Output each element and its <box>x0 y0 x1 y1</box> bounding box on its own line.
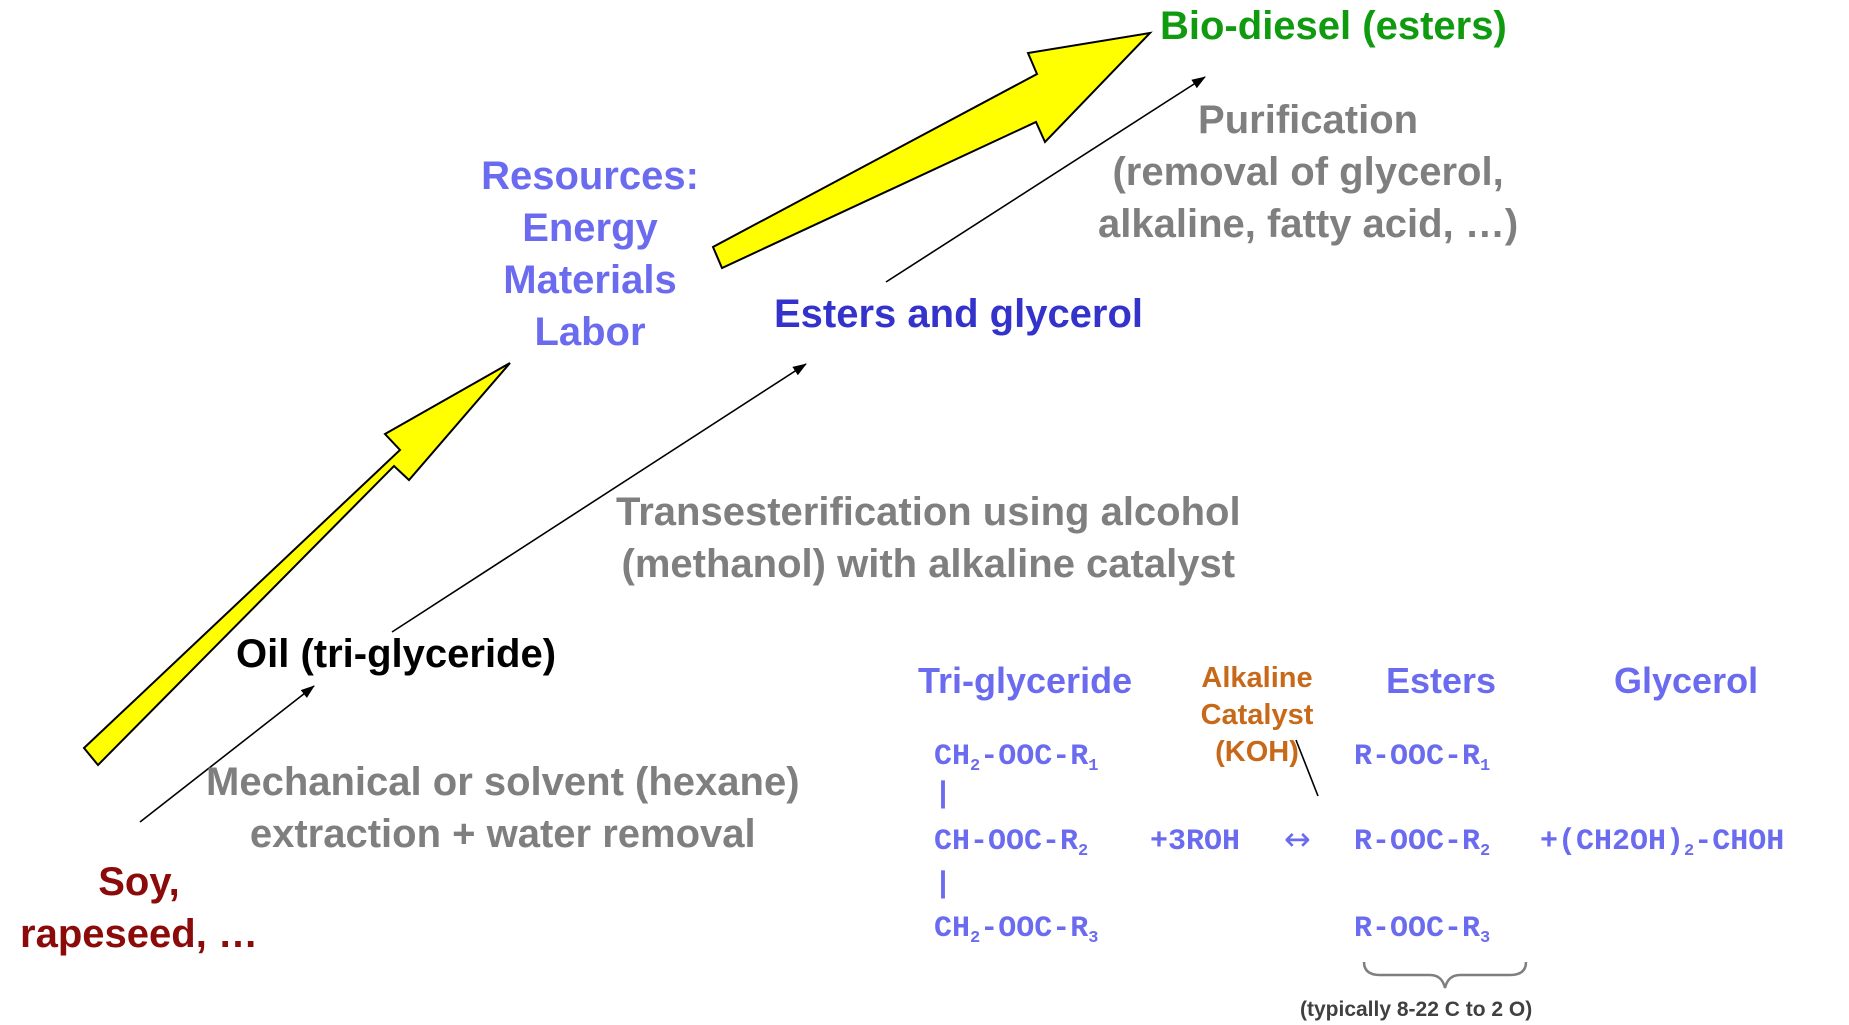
resources-line-1: Resources: <box>481 154 699 198</box>
ester2-text: R-OOC-R <box>1354 825 1481 859</box>
resources-line-3: Materials <box>503 258 677 302</box>
esters-brace <box>1362 961 1528 989</box>
tg1-base: CH <box>934 740 971 774</box>
triglyceride-row-1: CH2-OOC-R1 <box>934 740 1098 776</box>
esters-header: Esters <box>1386 660 1497 701</box>
tg1-sub1: 2 <box>970 757 981 776</box>
ester-row-3: R-OOC-R3 <box>1354 912 1490 948</box>
ester1-text: R-OOC-R <box>1354 740 1481 774</box>
tg3-sub2: 3 <box>1088 929 1099 948</box>
carbon-chain-note: (typically 8-22 C to 2 O) <box>1300 998 1533 1021</box>
feedstock-line-2: rapeseed, … <box>20 912 258 956</box>
tg1-sub2: 1 <box>1088 757 1099 776</box>
triglyceride-bond-1: | <box>934 778 953 812</box>
triglyceride-header: Tri-glyceride <box>918 660 1133 701</box>
transesterification-line-1: Transesterification using alcohol <box>616 490 1241 534</box>
tg3-rest: -OOC-R <box>980 912 1089 946</box>
equilibrium-arrow: ↔ <box>1284 820 1311 858</box>
ester-row-2: R-OOC-R2 <box>1354 825 1490 861</box>
feedstock-line-1: Soy, <box>98 860 180 904</box>
purification-line-1: Purification <box>1198 98 1419 142</box>
resources-line-4: Labor <box>534 310 646 354</box>
catalyst-line-1: Alkaline <box>1201 662 1313 694</box>
glycerol-pre: +(CH2OH) <box>1540 825 1685 859</box>
ester1-sub: 1 <box>1480 757 1491 776</box>
tg2-base: CH <box>934 825 971 859</box>
oil-label: Oil (tri-glyceride) <box>236 632 557 676</box>
resources-text: Resources: Energy Materials Labor <box>474 150 706 358</box>
catalyst-label: Alkaline Catalyst (KOH) <box>1182 660 1332 771</box>
reagent-text: +3ROH <box>1150 825 1241 859</box>
catalyst-line-2: Catalyst <box>1200 699 1314 731</box>
tg1-rest: -OOC-R <box>980 740 1089 774</box>
extraction-text: Mechanical or solvent (hexane) extractio… <box>206 756 800 860</box>
glycerol-formula: +(CH2OH)2-CHOH <box>1540 825 1784 861</box>
triglyceride-bond-2: | <box>934 868 953 902</box>
transesterification-line-2: (methanol) with alkaline catalyst <box>621 542 1236 586</box>
resources-arrow-lower <box>82 362 511 767</box>
tg3-sub1: 2 <box>970 929 981 948</box>
ester2-sub: 2 <box>1480 842 1491 861</box>
biodiesel-label: Bio-diesel (esters) <box>1160 4 1507 48</box>
tg3-base: CH <box>934 912 971 946</box>
resources-arrow-upper <box>711 31 1153 270</box>
extraction-arrow <box>139 685 315 823</box>
glycerol-header: Glycerol <box>1614 660 1759 701</box>
glycerol-post: -CHOH <box>1694 825 1785 859</box>
triglyceride-row-2: CH-OOC-R2 <box>934 825 1088 861</box>
catalyst-pointer-line <box>1295 739 1319 797</box>
ester3-sub: 3 <box>1480 929 1491 948</box>
glycerol-sub: 2 <box>1684 842 1695 861</box>
transesterification-text: Transesterification using alcohol (metha… <box>616 486 1241 590</box>
ester-row-1: R-OOC-R1 <box>1354 740 1490 776</box>
catalyst-line-3: (KOH) <box>1215 736 1299 768</box>
ester3-text: R-OOC-R <box>1354 912 1481 946</box>
feedstock-text: Soy, rapeseed, … <box>8 856 270 960</box>
tg2-sub2: 2 <box>1078 842 1089 861</box>
tg2-rest: -OOC-R <box>970 825 1079 859</box>
extraction-line-2: extraction + water removal <box>249 812 756 856</box>
purification-arrow <box>885 76 1206 283</box>
triglyceride-row-3: CH2-OOC-R3 <box>934 912 1098 948</box>
esters-glycerol-label: Esters and glycerol <box>774 292 1144 336</box>
purification-line-2: (removal of glycerol, <box>1112 150 1504 194</box>
purification-text: Purification (removal of glycerol, alkal… <box>1098 94 1518 250</box>
resources-line-2: Energy <box>522 206 658 250</box>
extraction-line-1: Mechanical or solvent (hexane) <box>206 760 800 804</box>
transesterification-arrow <box>391 363 807 633</box>
purification-line-3: alkaline, fatty acid, …) <box>1098 202 1519 246</box>
